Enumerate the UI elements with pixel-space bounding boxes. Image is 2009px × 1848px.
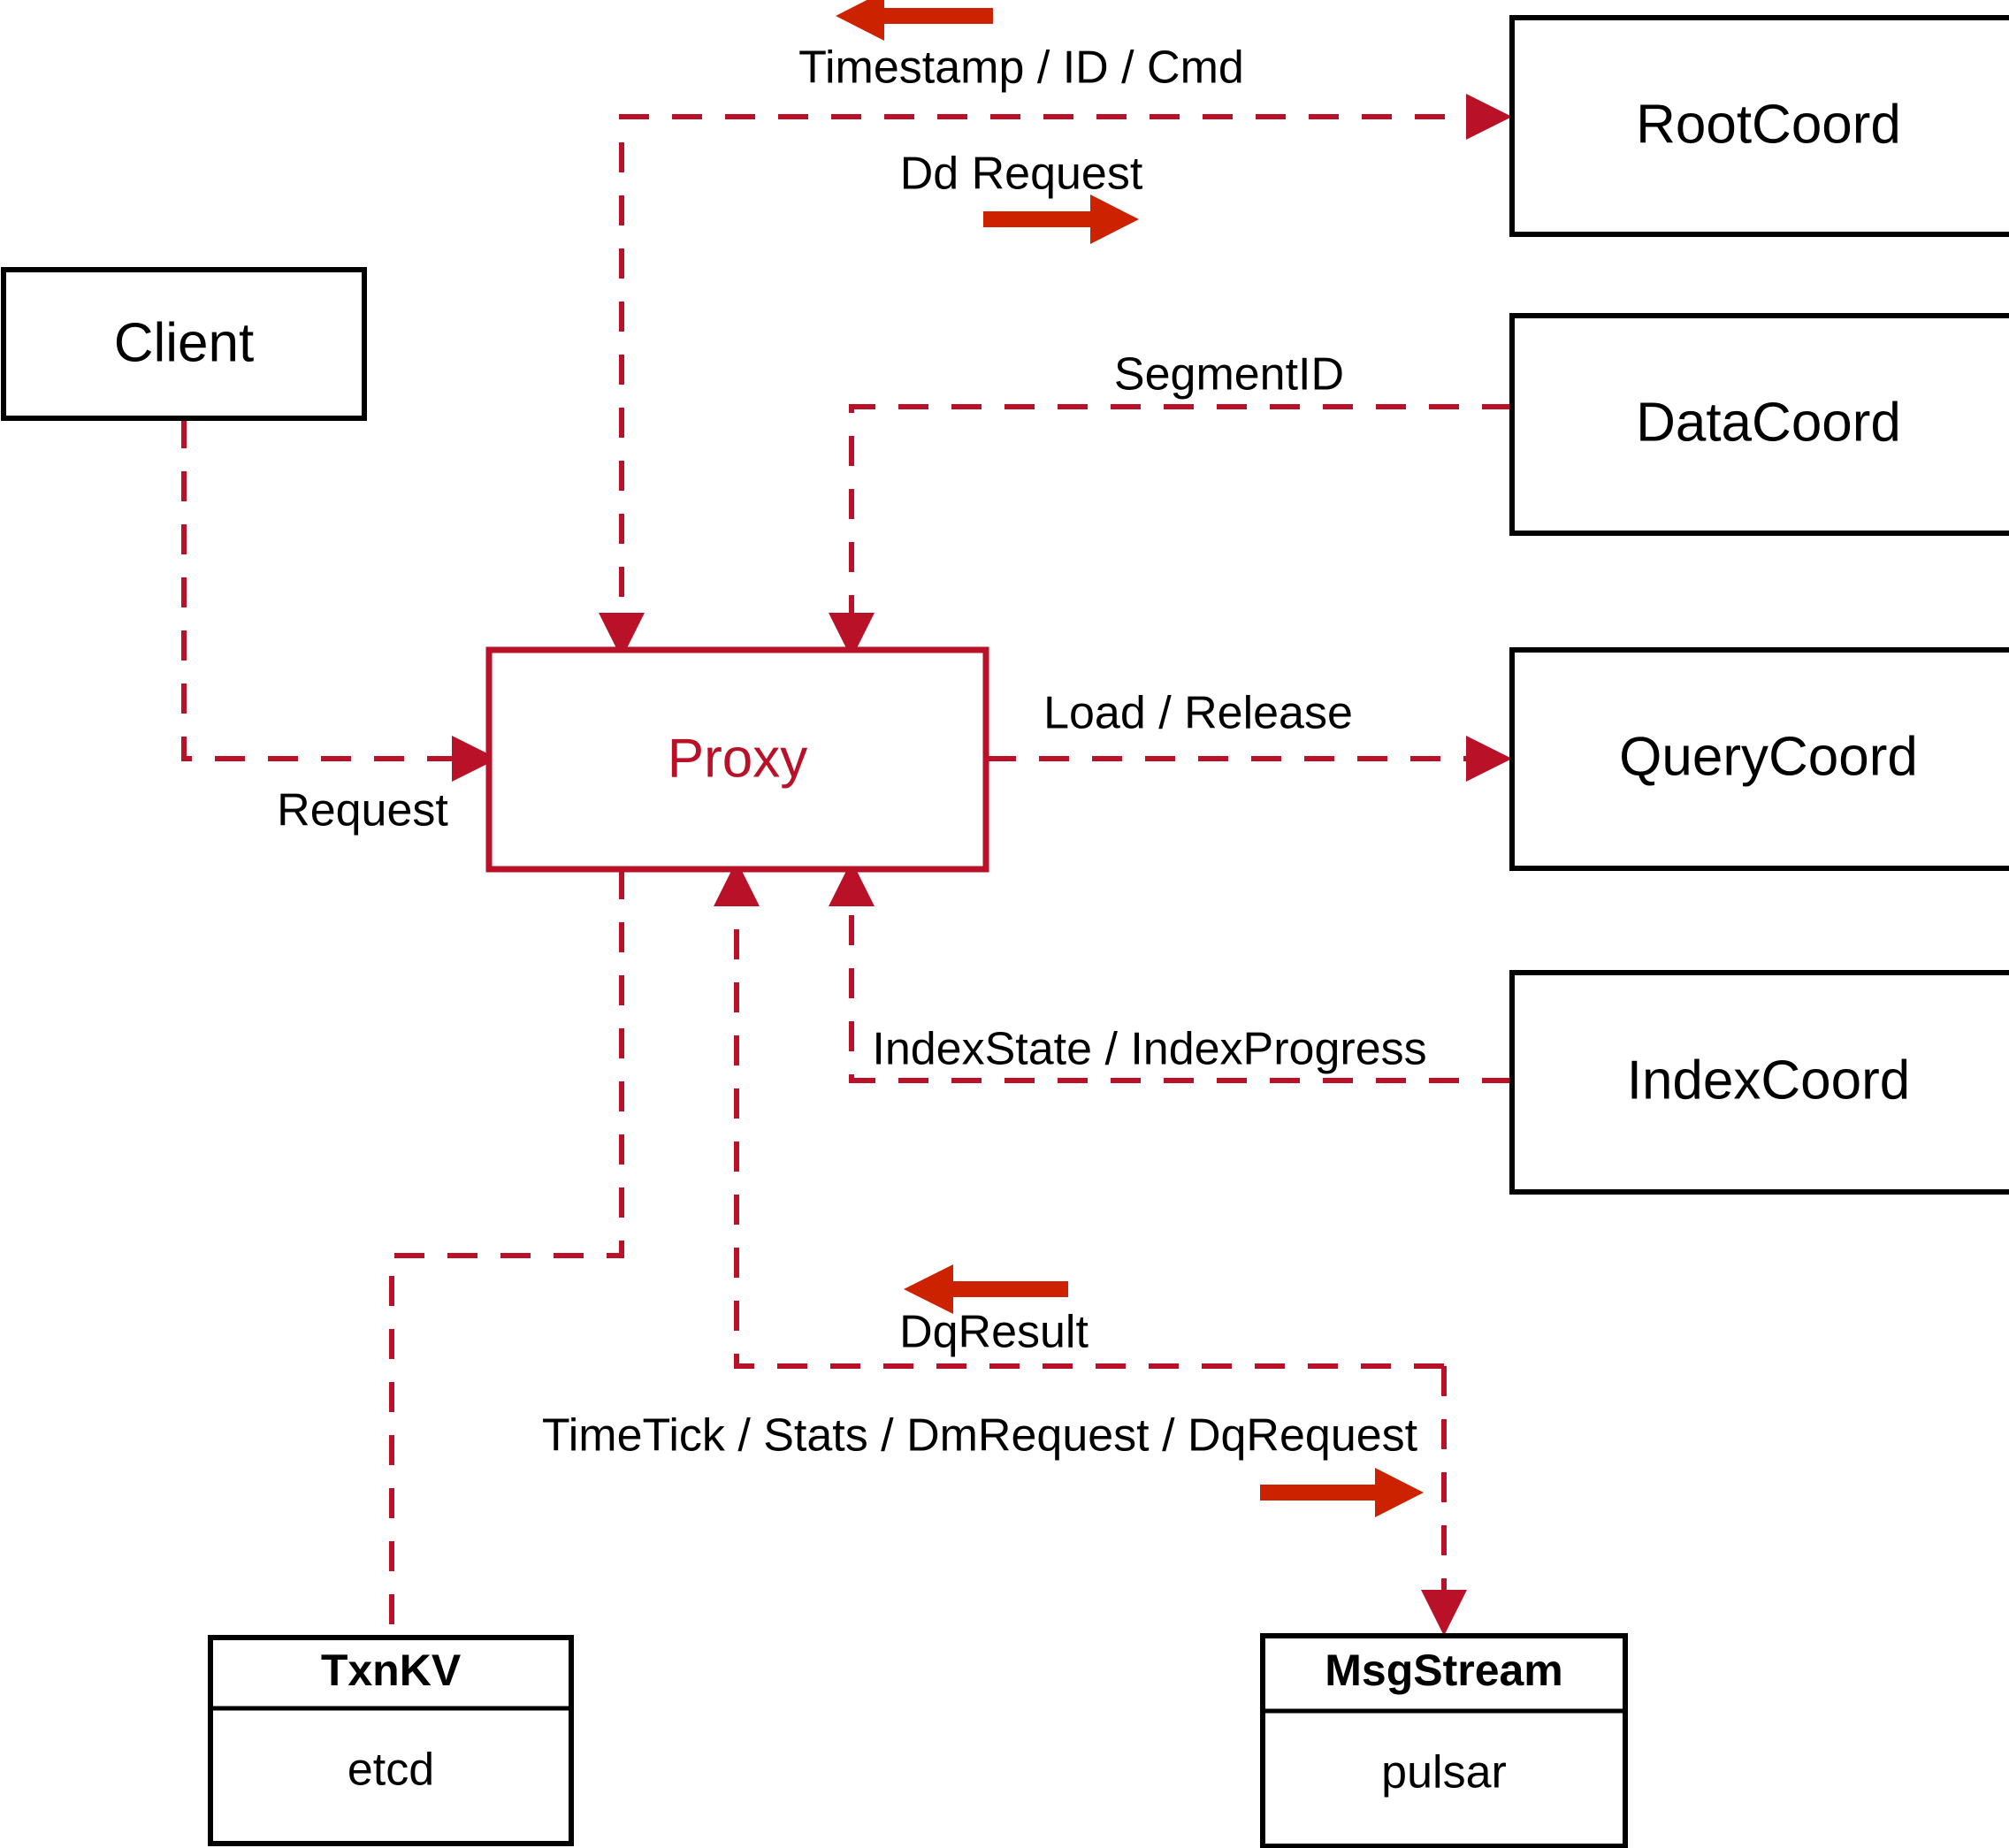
node-txnkv-label: TxnKV: [321, 1646, 462, 1695]
edge-label-index-state: IndexState / IndexProgress: [872, 1024, 1426, 1075]
arrowhead-proxy-bottom-middle-in: [714, 860, 760, 906]
edge-path-dq-result: [734, 869, 1444, 1369]
node-datacoord-label: DataCoord: [1636, 392, 1901, 453]
node-proxy-label: Proxy: [668, 728, 807, 789]
flow-arrow-timestamp-id-cmd: [836, 0, 993, 41]
node-querycoord[interactable]: QueryCoord: [1509, 647, 2009, 871]
edge-label-segment-id: SegmentID: [1114, 349, 1344, 401]
node-proxy[interactable]: Proxy: [485, 646, 989, 873]
edge-path-index-state: [849, 869, 1512, 1083]
node-querycoord-label: QueryCoord: [1619, 726, 1918, 787]
node-rootcoord-label: RootCoord: [1636, 94, 1901, 155]
node-msgstream[interactable]: MsgStream pulsar: [1260, 1633, 1628, 1848]
arrowhead-proxy-left-in: [452, 736, 498, 782]
arrowhead-msgstream-in: [1421, 1590, 1467, 1636]
node-querycoord-box[interactable]: [1509, 647, 2009, 871]
node-indexcoord[interactable]: IndexCoord: [1509, 970, 2009, 1195]
node-txnkv-sublabel: etcd: [348, 1745, 434, 1796]
node-client-label: Client: [114, 312, 255, 373]
node-txnkv-box[interactable]: [208, 1635, 574, 1846]
node-txnkv[interactable]: TxnKV etcd: [208, 1635, 574, 1846]
edge-path-txnkv-link: [389, 869, 624, 1638]
arrowhead-proxy-top-right-in: [829, 613, 875, 659]
edge-label-timestamp-id-cmd: Timestamp / ID / Cmd: [798, 42, 1244, 94]
node-msgstream-box[interactable]: [1260, 1633, 1628, 1848]
arrowhead-querycoord-in: [1466, 736, 1512, 782]
arrowhead-proxy-top-left-in: [599, 613, 645, 659]
edge-path-timestamp-id-cmd: [619, 114, 1503, 650]
flow-arrow-timetick-stats: [1260, 1468, 1424, 1517]
node-rootcoord[interactable]: RootCoord: [1509, 15, 2009, 237]
arrowhead-proxy-bottom-right-in: [829, 860, 875, 906]
edge-label-timetick-stats: TimeTick / Stats / DmRequest / DqRequest: [542, 1410, 1418, 1462]
flow-arrow-dq-result: [904, 1264, 1068, 1314]
arrowhead-rootcoord-in: [1466, 94, 1512, 140]
node-indexcoord-label: IndexCoord: [1627, 1050, 1911, 1111]
edge-label-dq-result: DqResult: [899, 1307, 1089, 1358]
node-rootcoord-box[interactable]: [1509, 15, 2009, 237]
node-client-box[interactable]: [1, 267, 367, 421]
edge-label-load-release: Load / Release: [1043, 688, 1353, 739]
node-msgstream-sublabel: pulsar: [1381, 1747, 1507, 1798]
flow-arrow-dd-request: [983, 195, 1139, 244]
edge-label-dd-request: Dd Request: [900, 149, 1143, 200]
node-client[interactable]: Client: [1, 267, 367, 421]
node-msgstream-label: MsgStream: [1325, 1646, 1563, 1695]
edge-path-segment-id: [849, 404, 1512, 650]
edge-label-request: Request: [277, 785, 448, 836]
node-proxy-box[interactable]: [485, 646, 989, 873]
node-datacoord-box[interactable]: [1509, 313, 2009, 536]
edge-path-request: [181, 418, 489, 761]
node-datacoord[interactable]: DataCoord: [1509, 313, 2009, 536]
node-indexcoord-box[interactable]: [1509, 970, 2009, 1195]
